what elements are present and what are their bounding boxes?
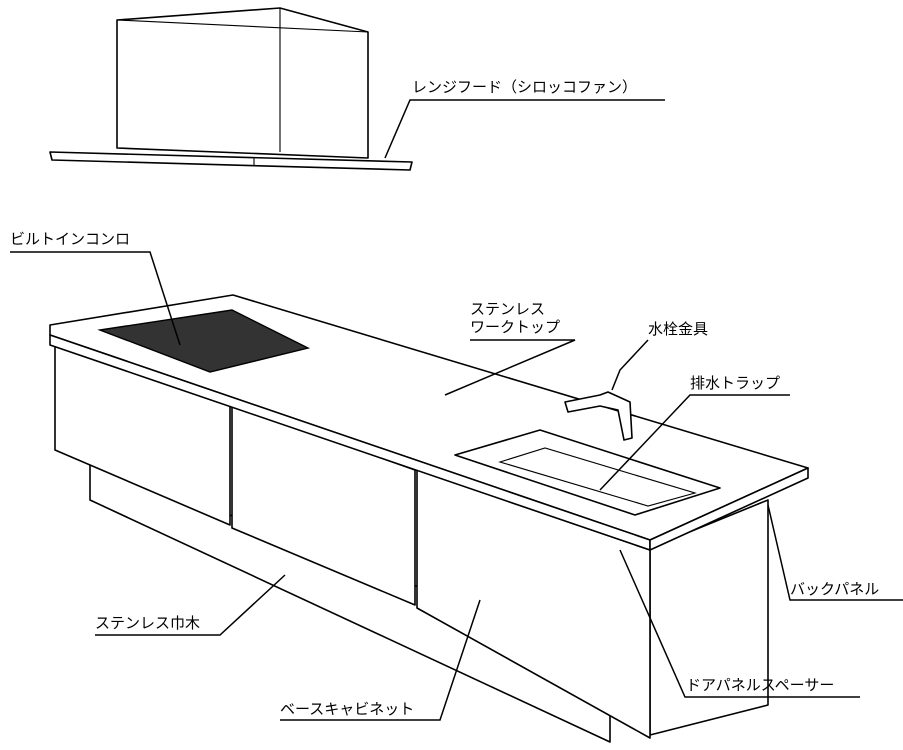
label-faucet: 水栓金具: [648, 320, 709, 338]
range-hood: [49, 7, 413, 171]
sink: [454, 429, 721, 516]
builtin-stove-top: [97, 309, 311, 373]
label-stainless-worktop: ステンレス ワークトップ: [470, 300, 561, 336]
faucet: [564, 391, 633, 441]
label-range-hood: レンジフード（シロッコファン）: [412, 78, 638, 96]
label-drain-trap: 排水トラップ: [690, 374, 781, 392]
label-base-cabinet: ベースキャビネット: [280, 700, 415, 718]
label-door-panel-spacer: ドアパネルスペーサー: [686, 676, 835, 694]
label-stainless-baseboard: ステンレス巾木: [95, 614, 201, 632]
label-builtin-stove: ビルトインコンロ: [10, 230, 131, 248]
label-back-panel: バックパネル: [790, 580, 880, 598]
leader-lines: [10, 99, 903, 721]
kitchen-counter: [49, 294, 809, 743]
